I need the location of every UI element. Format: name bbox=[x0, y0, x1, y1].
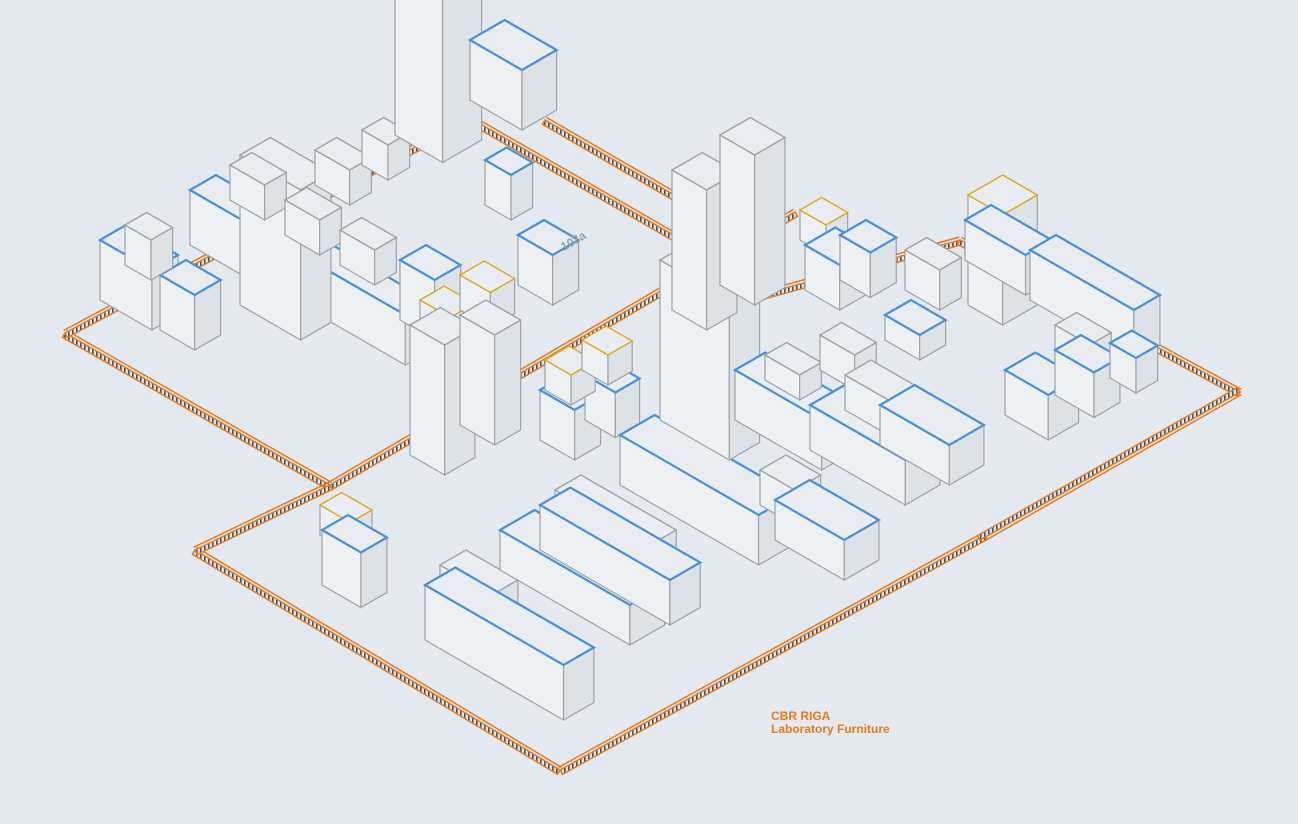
cabinet-top bbox=[482, 146, 535, 177]
lab-bench bbox=[772, 478, 882, 582]
lab-bench bbox=[537, 486, 703, 627]
fume-hood bbox=[123, 211, 175, 282]
tall-cabinet bbox=[458, 299, 523, 447]
cabinet-top bbox=[537, 486, 703, 582]
cabinet-top bbox=[338, 216, 398, 251]
cabinet-top bbox=[283, 186, 343, 221]
cabinet-front bbox=[394, 0, 444, 164]
cabinet-top bbox=[422, 566, 597, 667]
cabinet-top bbox=[877, 383, 987, 447]
wall-line bbox=[981, 393, 1242, 544]
wall-segment bbox=[193, 483, 334, 556]
caption-company: CBR RIGA bbox=[771, 709, 831, 723]
cabinet-front bbox=[671, 168, 708, 332]
wall-cabinet bbox=[283, 186, 343, 257]
lab-bench bbox=[157, 258, 223, 352]
cabinet-top bbox=[798, 196, 850, 226]
lab-bench bbox=[482, 146, 535, 222]
cabinet-top bbox=[837, 218, 899, 254]
sink-unit bbox=[319, 513, 390, 609]
wall-line bbox=[558, 531, 984, 769]
wall-segment bbox=[61, 331, 332, 491]
cabinet-top bbox=[123, 211, 175, 241]
cabinet-top bbox=[818, 321, 878, 356]
cabinet-front bbox=[459, 313, 496, 447]
tall-cabinet bbox=[394, 0, 483, 164]
cabinet-front bbox=[409, 323, 446, 477]
fume-hood bbox=[903, 236, 963, 312]
cabinet-side bbox=[754, 136, 786, 307]
wall-line bbox=[196, 546, 562, 769]
wall-cabinet bbox=[228, 151, 288, 222]
cabinet-top bbox=[515, 218, 581, 257]
wall-cabinet bbox=[360, 116, 412, 182]
cabinet-top bbox=[397, 243, 463, 282]
cabinet-top bbox=[157, 258, 223, 297]
cabinet-top bbox=[228, 151, 288, 186]
wall-segment bbox=[191, 548, 562, 776]
cabinet-top bbox=[458, 299, 523, 336]
wall-cabinet bbox=[580, 325, 634, 387]
cabinet-top bbox=[318, 491, 374, 524]
cabinet-top bbox=[319, 513, 390, 554]
brand-caption: CBR RIGA Laboratory Furniture bbox=[771, 710, 890, 736]
lab-bench bbox=[837, 218, 899, 299]
cabinet-top bbox=[1107, 329, 1160, 360]
lab-bench bbox=[882, 298, 948, 362]
cabinet-top bbox=[903, 236, 963, 271]
cabinet-front bbox=[719, 133, 756, 307]
lab-bench bbox=[877, 383, 987, 487]
tall-cabinet bbox=[718, 116, 787, 307]
cabinet-top bbox=[1027, 233, 1163, 312]
wall-line bbox=[193, 481, 330, 548]
lab-bench bbox=[422, 566, 597, 722]
lab-bench bbox=[515, 218, 581, 307]
caption-subtitle: Laboratory Furniture bbox=[771, 722, 890, 736]
cabinet-top bbox=[718, 116, 787, 156]
cabinet-top bbox=[580, 325, 634, 356]
cabinet-side bbox=[494, 318, 522, 447]
lab-bench bbox=[1107, 329, 1160, 395]
cabinet-top bbox=[458, 260, 516, 294]
wall-cabinet bbox=[763, 341, 823, 402]
wall-line bbox=[66, 329, 332, 484]
furniture bbox=[97, 0, 1163, 722]
cabinet-top bbox=[467, 18, 559, 72]
wall-segment bbox=[976, 386, 1242, 542]
cabinet-top bbox=[772, 478, 882, 542]
cabinet-top bbox=[882, 298, 948, 337]
wall-cabinet bbox=[338, 216, 398, 287]
lab-bench bbox=[467, 18, 559, 132]
